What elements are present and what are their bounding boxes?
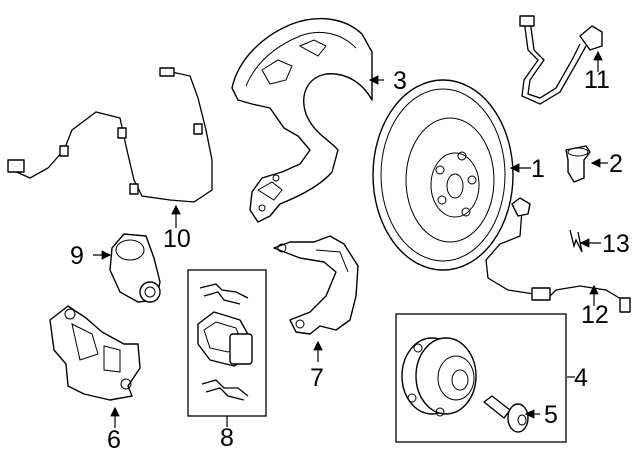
abs-sensor-part	[485, 197, 631, 313]
callout-1: 1	[531, 155, 545, 183]
actuator-motor-part	[109, 233, 161, 303]
callout-4: 4	[574, 364, 588, 392]
callout-5: 5	[544, 401, 558, 429]
callout-9: 9	[70, 242, 84, 270]
wear-sensor-wire-part	[7, 67, 213, 203]
caliper-bracket-part	[273, 235, 359, 335]
callout-13: 13	[602, 230, 630, 258]
callout-6: 6	[107, 426, 121, 454]
wheel-bolt-part	[483, 395, 529, 433]
callout-10: 10	[163, 225, 191, 253]
plug-part	[565, 145, 591, 183]
leader-lines	[93, 50, 608, 428]
callout-labels: 3 1 2 11 13 12 10 9 6 8 7 4 5	[70, 66, 630, 454]
callout-2: 2	[609, 150, 623, 178]
dust-shield-part	[231, 17, 373, 223]
wear-sensor-part	[519, 15, 603, 105]
callout-7: 7	[310, 364, 324, 392]
callout-11: 11	[584, 66, 610, 94]
callout-12: 12	[581, 301, 609, 329]
brake-pad-kit-part	[197, 283, 253, 401]
clip-part	[569, 229, 583, 253]
brake-rotor-part	[372, 79, 514, 271]
callout-8: 8	[220, 424, 234, 452]
caliper-housing-part	[49, 305, 141, 401]
hub-kit-box	[395, 313, 567, 443]
callout-3: 3	[393, 67, 407, 95]
wheel-hub-part	[401, 337, 477, 417]
